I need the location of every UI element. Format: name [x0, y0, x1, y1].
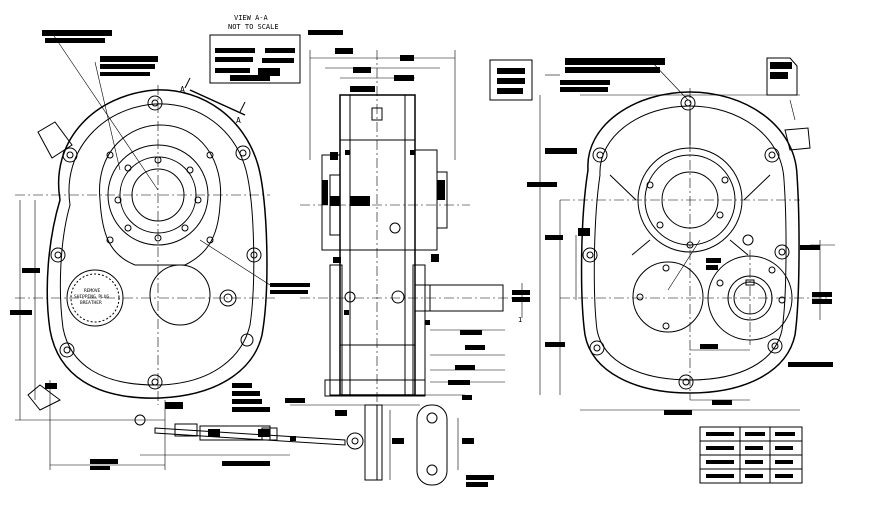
shaft-marker-right: 1: [518, 316, 522, 324]
section-marker-left: A: [180, 85, 185, 94]
left-bolt-4: [50, 247, 66, 263]
view-a-a-scale: NOT TO SCALE: [228, 23, 279, 31]
left-bolt-8: [240, 333, 254, 347]
center-dimension-text-blocks: [285, 48, 530, 403]
left-lower-cover: [149, 264, 211, 326]
left-bolt-3: [62, 147, 78, 163]
doc-icon: [766, 57, 798, 96]
left-bolt-6: [59, 342, 75, 358]
left-bolt-5: [246, 247, 262, 263]
center-side-view: [290, 50, 523, 410]
mounting-foot-side: [364, 404, 378, 481]
left-bolt-2: [235, 145, 251, 161]
view-a-a-title: VIEW A-A: [234, 14, 269, 22]
bottom-detail-parts: [134, 404, 459, 486]
mounting-plate-top: [416, 404, 448, 486]
view-a-a-nameplate: [209, 34, 301, 84]
section-marker-right: A: [236, 116, 241, 125]
right-dimension-text-blocks: [497, 58, 833, 415]
breather-label-2: SHIPPING PLUG: [74, 294, 110, 300]
data-table: [699, 426, 803, 484]
right-lug: [784, 127, 811, 151]
left-bolt-1: [147, 95, 163, 111]
left-housing-outline: [46, 89, 268, 399]
nameplate-right: [489, 59, 533, 101]
oil-level-gauge: [154, 427, 346, 446]
breather-label-1: REMOVE: [84, 288, 101, 294]
left-lug-bottom: [27, 384, 61, 411]
left-dimension-text-blocks: [10, 30, 310, 470]
section-line-a-a: [189, 89, 246, 116]
left-housing-inner: [59, 103, 255, 386]
right-rear-view: [539, 59, 835, 411]
left-bolt-7: [147, 374, 163, 390]
left-lug-top: [37, 121, 73, 159]
breather-label-3: BREATHER: [80, 300, 102, 306]
left-bearing-cover: [99, 124, 222, 266]
right-lower-cover: [632, 261, 704, 333]
